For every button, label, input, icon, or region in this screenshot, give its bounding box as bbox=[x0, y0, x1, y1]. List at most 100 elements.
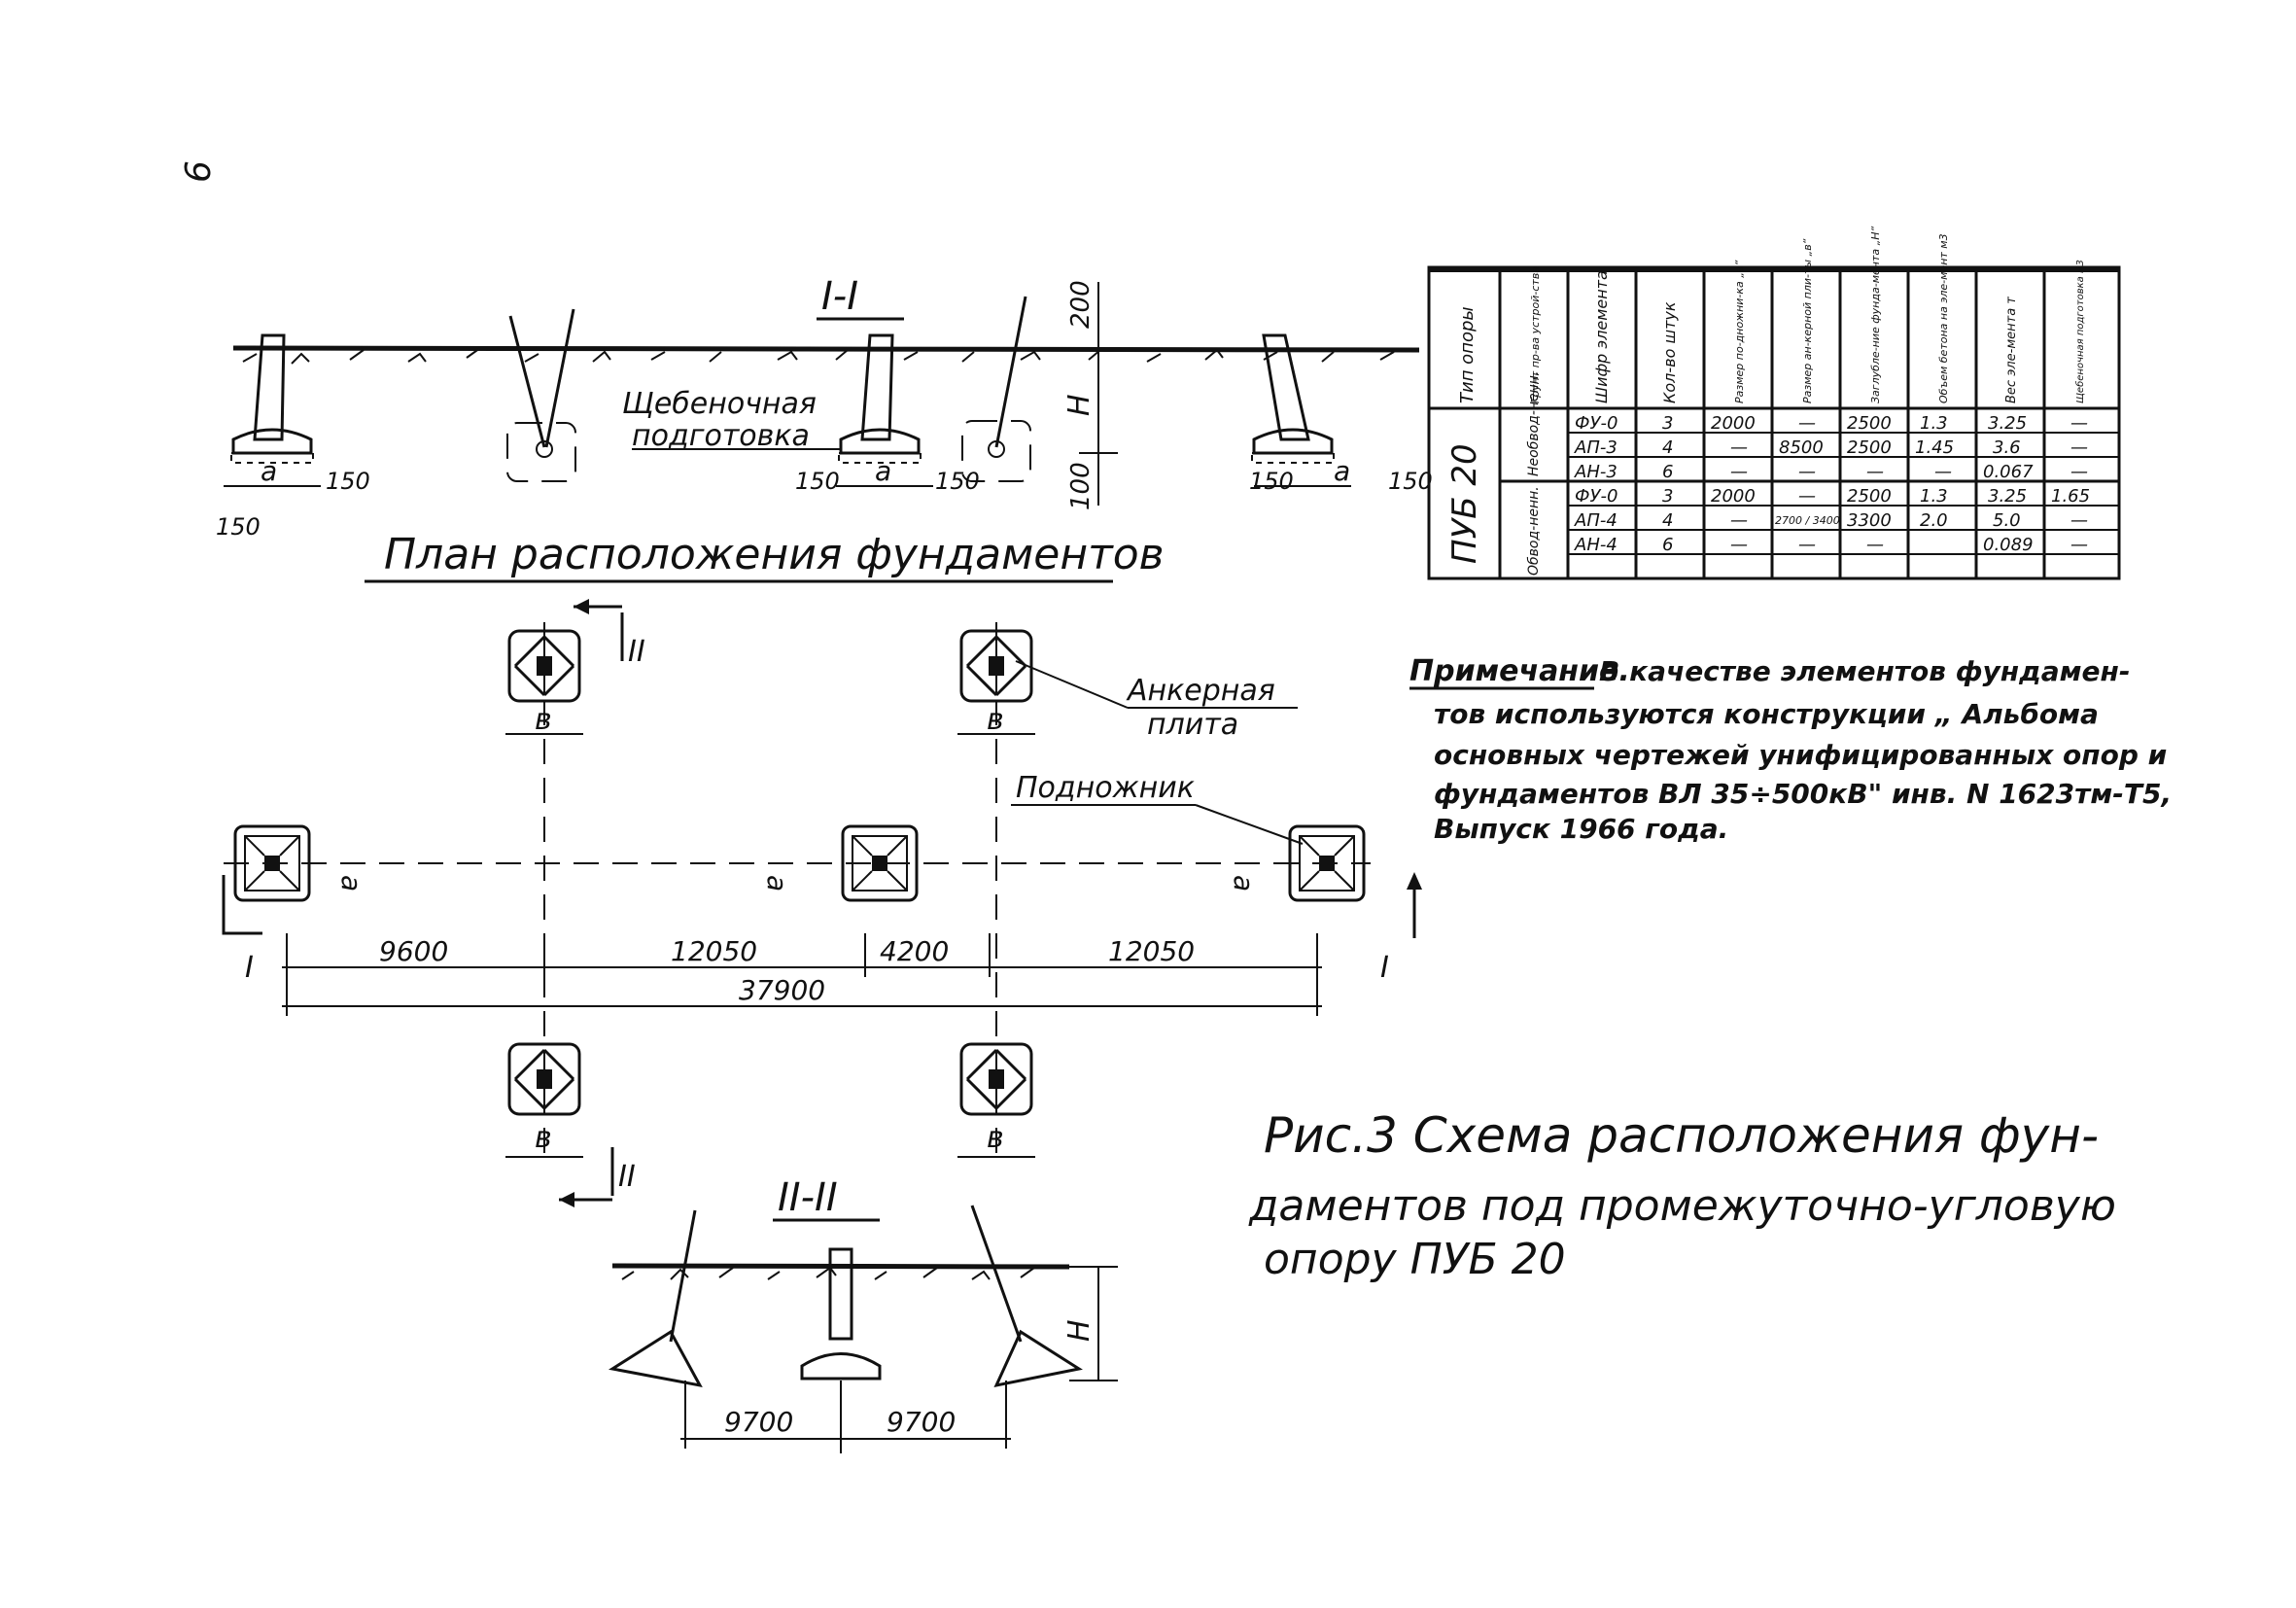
table-cell: 3300 bbox=[1847, 510, 1892, 531]
table-cell: 4 bbox=[1662, 437, 1673, 458]
table-cell: — bbox=[1798, 486, 1816, 507]
table-cell: АП-4 bbox=[1574, 510, 1618, 531]
table-cell: АН-3 bbox=[1574, 462, 1618, 482]
table-cell: 1.3 bbox=[1920, 486, 1948, 507]
dim-9700-1: 9700 bbox=[724, 1406, 793, 1438]
table-cell: АН-4 bbox=[1574, 535, 1618, 555]
table-cell: 3 bbox=[1662, 413, 1673, 434]
table-cell: 3.6 bbox=[1993, 437, 2021, 458]
gravel-note-line2: подготовка bbox=[632, 419, 810, 453]
table-cell: 3.25 bbox=[1988, 413, 2027, 434]
table-cell: 6 bbox=[1662, 462, 1673, 482]
table-cell: 2700 / 3400 bbox=[1775, 514, 1840, 527]
dim-a-3: a bbox=[1334, 455, 1350, 487]
table-cell: АП-3 bbox=[1574, 437, 1618, 458]
ground-1: Необвод-ненн. bbox=[1526, 371, 1542, 476]
table-cell: — bbox=[2070, 437, 2088, 458]
dim-9700-2: 9700 bbox=[887, 1406, 956, 1438]
caption-line-3: опору ПУБ 20 bbox=[1264, 1235, 1566, 1284]
note-line-5: Выпуск 1966 года. bbox=[1434, 813, 1728, 845]
table-cell: — bbox=[2070, 462, 2088, 482]
header-size-a: Размер по-дножни-ка „а“ bbox=[1733, 260, 1746, 403]
dim-100: 100 bbox=[1066, 462, 1096, 510]
table-cell: 0.089 bbox=[1983, 535, 2034, 555]
dim-a-plan-3: a bbox=[1228, 875, 1260, 891]
table-cell: ФУ-0 bbox=[1575, 413, 1618, 434]
header-code: Шифр элемента bbox=[1592, 270, 1611, 403]
section-1-label: I-I bbox=[821, 274, 858, 319]
table-cell: 1.3 bbox=[1920, 413, 1948, 434]
header-weight: Вес эле-мента т bbox=[2004, 297, 2019, 403]
table-cell: — bbox=[1934, 462, 1952, 482]
dim-37900: 37900 bbox=[739, 974, 825, 1006]
dim-150-2: 150 bbox=[216, 513, 261, 541]
table-cell: — bbox=[1798, 535, 1816, 555]
header-size-b: Размер ан-керной пли-ты „в“ bbox=[1801, 238, 1814, 403]
table-cell: ФУ-0 bbox=[1575, 486, 1618, 507]
caption-line-1: Рис.3 Схема расположения фун- bbox=[1264, 1107, 2099, 1164]
table-cell: — bbox=[2070, 413, 2088, 434]
table-cell: 2000 bbox=[1711, 413, 1756, 434]
table-cell: — bbox=[1798, 462, 1816, 482]
table-cell: — bbox=[1730, 510, 1748, 531]
mark-I-left: I bbox=[245, 951, 254, 985]
dim-a-plan-1: a bbox=[335, 875, 367, 891]
table-cell: 3 bbox=[1662, 486, 1673, 507]
header-gravel: Щебеночная подготовка м3 bbox=[2074, 260, 2086, 403]
dim-b-2: в bbox=[987, 703, 1004, 737]
note-line-2: тов используются конструкции „ Альбома bbox=[1434, 698, 2099, 730]
table-cell: 2500 bbox=[1847, 413, 1892, 434]
section-2-2: II-II H 9700 9700 bbox=[608, 1175, 1118, 1453]
table-cell: 2.0 bbox=[1920, 510, 1948, 531]
header-ground: Грунт пр-ва устрой-ства bbox=[1529, 266, 1542, 403]
table-cell: 3.25 bbox=[1988, 486, 2027, 507]
note-block: Примечание. В качестве элементов фундаме… bbox=[1409, 654, 2172, 845]
plan-title: План расположения фундаментов bbox=[384, 530, 1165, 579]
table-cell: — bbox=[1798, 413, 1816, 434]
mark-II-top: II bbox=[628, 635, 645, 669]
dim-H-2: H bbox=[1062, 1319, 1096, 1342]
dim-150-6: 150 bbox=[1388, 468, 1433, 495]
dim-12050-2: 12050 bbox=[1108, 935, 1195, 967]
section-1-1: I-I 200 H 100 Щебеночная подготовка bbox=[216, 274, 1433, 541]
dim-H-1: H bbox=[1062, 394, 1096, 416]
table-cell: 8500 bbox=[1779, 437, 1824, 458]
note-line-3: основных чертежей унифицированных опор и bbox=[1434, 739, 2167, 771]
mark-II-bottom: II bbox=[618, 1160, 636, 1194]
dim-12050-1: 12050 bbox=[671, 935, 757, 967]
note-line-4: фундаментов ВЛ 35÷500кВ" инв. N 1623тм-Т… bbox=[1434, 778, 2172, 810]
footing-label: Подножник bbox=[1016, 771, 1195, 805]
dim-a-2: a bbox=[875, 455, 891, 487]
foundation-plan: План расположения фундаментов в в в в a … bbox=[222, 530, 1422, 1207]
dim-200: 200 bbox=[1066, 280, 1096, 329]
header-support-type: Тип опоры bbox=[1457, 306, 1478, 403]
caption-line-2: даментов под промежуточно-угловую bbox=[1248, 1181, 2116, 1231]
dim-150-4: 150 bbox=[935, 468, 980, 495]
table-cell: — bbox=[2070, 510, 2088, 531]
elements-table: Тип опоры Грунт пр-ва устрой-ства Шифр э… bbox=[1427, 226, 2121, 580]
table-cell: — bbox=[1866, 462, 1884, 482]
header-volume: Объем бетона на эле-мент м3 bbox=[1937, 233, 1950, 403]
table-cell: 1.45 bbox=[1915, 437, 1954, 458]
gravel-note-line1: Щебеночная bbox=[622, 387, 817, 421]
figure-caption: Рис.3 Схема расположения фун- даментов п… bbox=[1248, 1107, 2116, 1284]
anchor-plate-label-line1: Анкерная bbox=[1126, 674, 1275, 708]
table-cell: 5.0 bbox=[1993, 510, 2021, 531]
table-cell: 2500 bbox=[1847, 437, 1892, 458]
table-cell: — bbox=[1730, 437, 1748, 458]
header-qty: Кол-во штук bbox=[1660, 301, 1679, 403]
table-cell: 4 bbox=[1662, 510, 1673, 531]
dim-a-plan-2: a bbox=[761, 875, 793, 891]
dim-b-1: в bbox=[535, 703, 552, 737]
dim-a-1: a bbox=[261, 455, 277, 487]
table-cell: 1.65 bbox=[2051, 486, 2090, 507]
dim-150-3: 150 bbox=[795, 468, 840, 495]
support-type-value: ПУБ 20 bbox=[1445, 443, 1484, 564]
table-cell: 2000 bbox=[1711, 486, 1756, 507]
table-cell: 6 bbox=[1662, 535, 1673, 555]
mark-I-right: I bbox=[1380, 951, 1389, 985]
table-cell: — bbox=[1730, 462, 1748, 482]
note-line-1: В качестве элементов фундамен- bbox=[1599, 655, 2130, 687]
note-title: Примечание. bbox=[1409, 654, 1630, 688]
dim-b-3: в bbox=[535, 1121, 552, 1155]
